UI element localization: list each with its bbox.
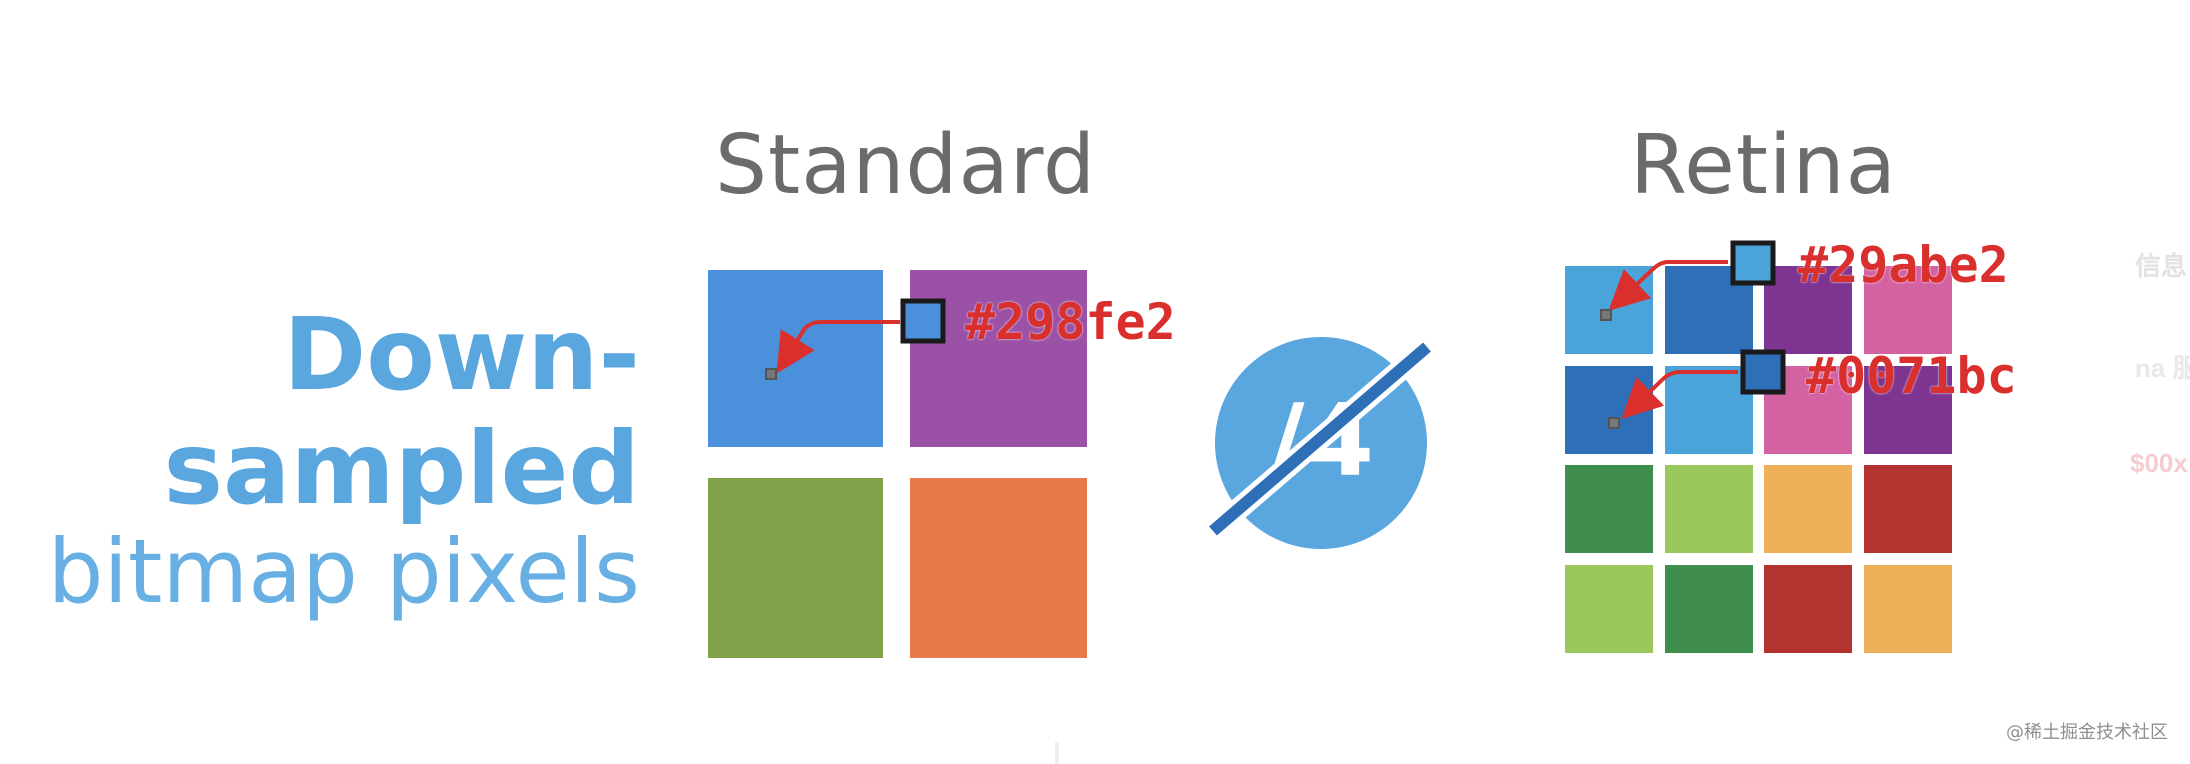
standard-pixel (910, 478, 1087, 658)
retina-hex-label-2: #0071bc (1806, 347, 2017, 405)
retina-pixel (1664, 365, 1753, 454)
sample-point-icon (765, 368, 777, 380)
divider-line (1055, 742, 1059, 764)
retina-annotation-2 (1608, 349, 1786, 429)
caption-line-1: Down- (283, 296, 640, 413)
retina-pixel (1764, 564, 1853, 653)
not-divide-by-four-badge: /4 (1205, 337, 1435, 549)
sample-point-icon (1600, 309, 1612, 321)
color-sampler-icon (1740, 349, 1786, 395)
retina-pixel (1565, 465, 1653, 554)
caption-line-2: sampled (163, 410, 640, 527)
retina-pixel (1664, 465, 1753, 554)
sample-point-icon (1608, 417, 1620, 429)
standard-annotation (765, 298, 946, 380)
retina-annotation-1 (1600, 240, 1776, 321)
color-sampler-icon (1730, 240, 1776, 286)
retina-hex-label-1: #29abe2 (1798, 236, 2009, 294)
retina-pixel (1565, 564, 1653, 653)
color-sampler-icon (900, 298, 946, 344)
faint-sidebar-text: $00x (2130, 448, 2188, 478)
retina-pixel-grid (1565, 266, 1958, 658)
watermark: @稀土掘金技术社区 (2006, 722, 2168, 743)
retina-pixel (1863, 564, 1952, 653)
retina-heading: Retina (1630, 118, 1897, 213)
retina-pixel (1764, 266, 1853, 354)
retina-pixel (1863, 266, 1952, 354)
standard-pixel (708, 478, 883, 658)
retina-pixel (1764, 465, 1853, 554)
faint-sidebar-text: na 服 (2135, 353, 2190, 383)
standard-hex-label: #298fe2 (965, 293, 1176, 351)
caption-line-3: bitmap pixels (47, 520, 640, 623)
retina-pixel (1863, 365, 1952, 454)
retina-pixel (1664, 564, 1753, 653)
faint-sidebar-text: 信息 (2135, 251, 2188, 281)
retina-pixel (1863, 465, 1952, 554)
standard-heading: Standard (715, 118, 1097, 213)
